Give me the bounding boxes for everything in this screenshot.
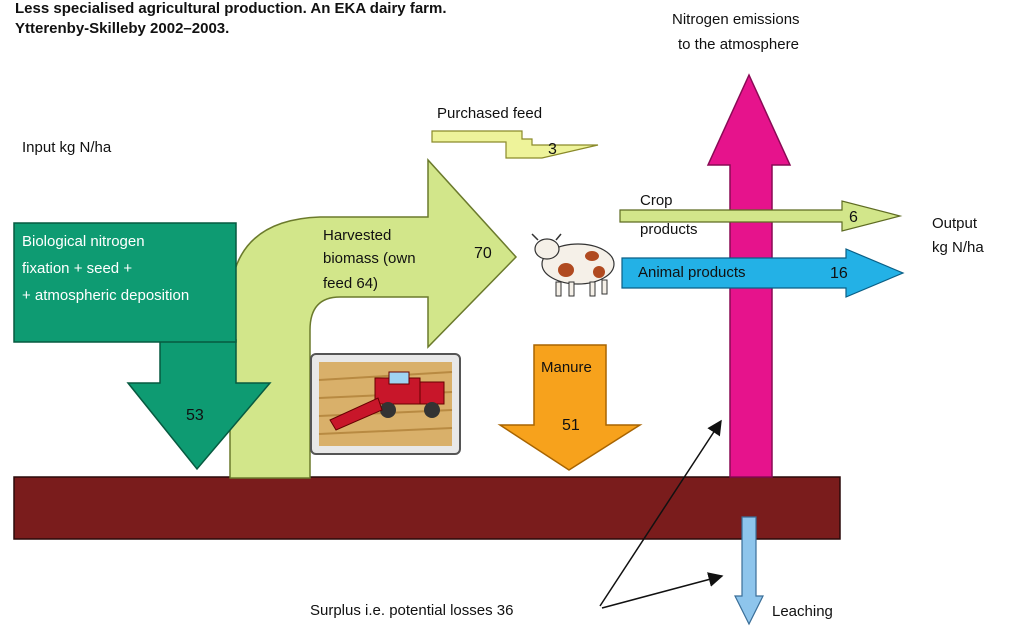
title-line-2: Ytterenby-Skilleby 2002–2003. xyxy=(15,20,229,37)
emissions-line-1: Nitrogen emissions xyxy=(672,11,800,28)
surplus-label: Surplus i.e. potential losses 36 xyxy=(310,602,513,619)
biological-nitrogen-box xyxy=(13,222,237,343)
surplus-pointer-emissions xyxy=(599,419,722,607)
title-line-1: Less specialised agricultural production… xyxy=(15,0,447,17)
harvested-value: 70 xyxy=(474,245,492,262)
harvested-biomass-arrow xyxy=(229,158,518,479)
crop-products-arrow xyxy=(619,200,903,232)
animal-products-arrow xyxy=(621,248,905,298)
harvested-line-1: Harvested xyxy=(323,227,391,244)
crop-products-line-2: products xyxy=(640,221,698,238)
harvester-picture-icon xyxy=(310,353,461,455)
animal-products-label: Animal products xyxy=(638,264,746,281)
manure-arrow xyxy=(497,344,643,471)
surplus-pointer-leaching xyxy=(601,572,724,609)
leaching-arrow xyxy=(734,516,764,626)
emissions-line-2: to the atmosphere xyxy=(678,36,799,53)
manure-label: Manure xyxy=(541,359,592,376)
animal-products-value: 16 xyxy=(830,265,848,282)
biological-line-3: + atmospheric deposition xyxy=(22,287,189,304)
crop-products-line-1: Crop xyxy=(640,192,673,209)
cow-icon xyxy=(531,233,615,297)
purchased-feed-arrow xyxy=(431,130,599,159)
harvested-line-2: biomass (own xyxy=(323,250,416,267)
crop-products-value: 6 xyxy=(849,209,858,226)
soil-bar xyxy=(13,476,841,540)
manure-value: 51 xyxy=(562,417,580,434)
harvested-line-3: feed 64) xyxy=(323,275,378,292)
output-line-2: kg N/ha xyxy=(932,239,984,256)
input-label: Input kg N/ha xyxy=(22,139,112,156)
biological-line-2: fixation + seed + xyxy=(22,260,132,277)
biological-nitrogen-arrow xyxy=(126,339,272,471)
output-line-1: Output xyxy=(932,215,978,232)
biological-line-1: Biological nitrogen xyxy=(22,233,145,250)
biological-value: 53 xyxy=(186,407,204,424)
purchased-feed-label: Purchased feed xyxy=(437,105,542,122)
purchased-feed-value: 3 xyxy=(548,141,557,158)
leaching-label: Leaching xyxy=(772,603,833,620)
